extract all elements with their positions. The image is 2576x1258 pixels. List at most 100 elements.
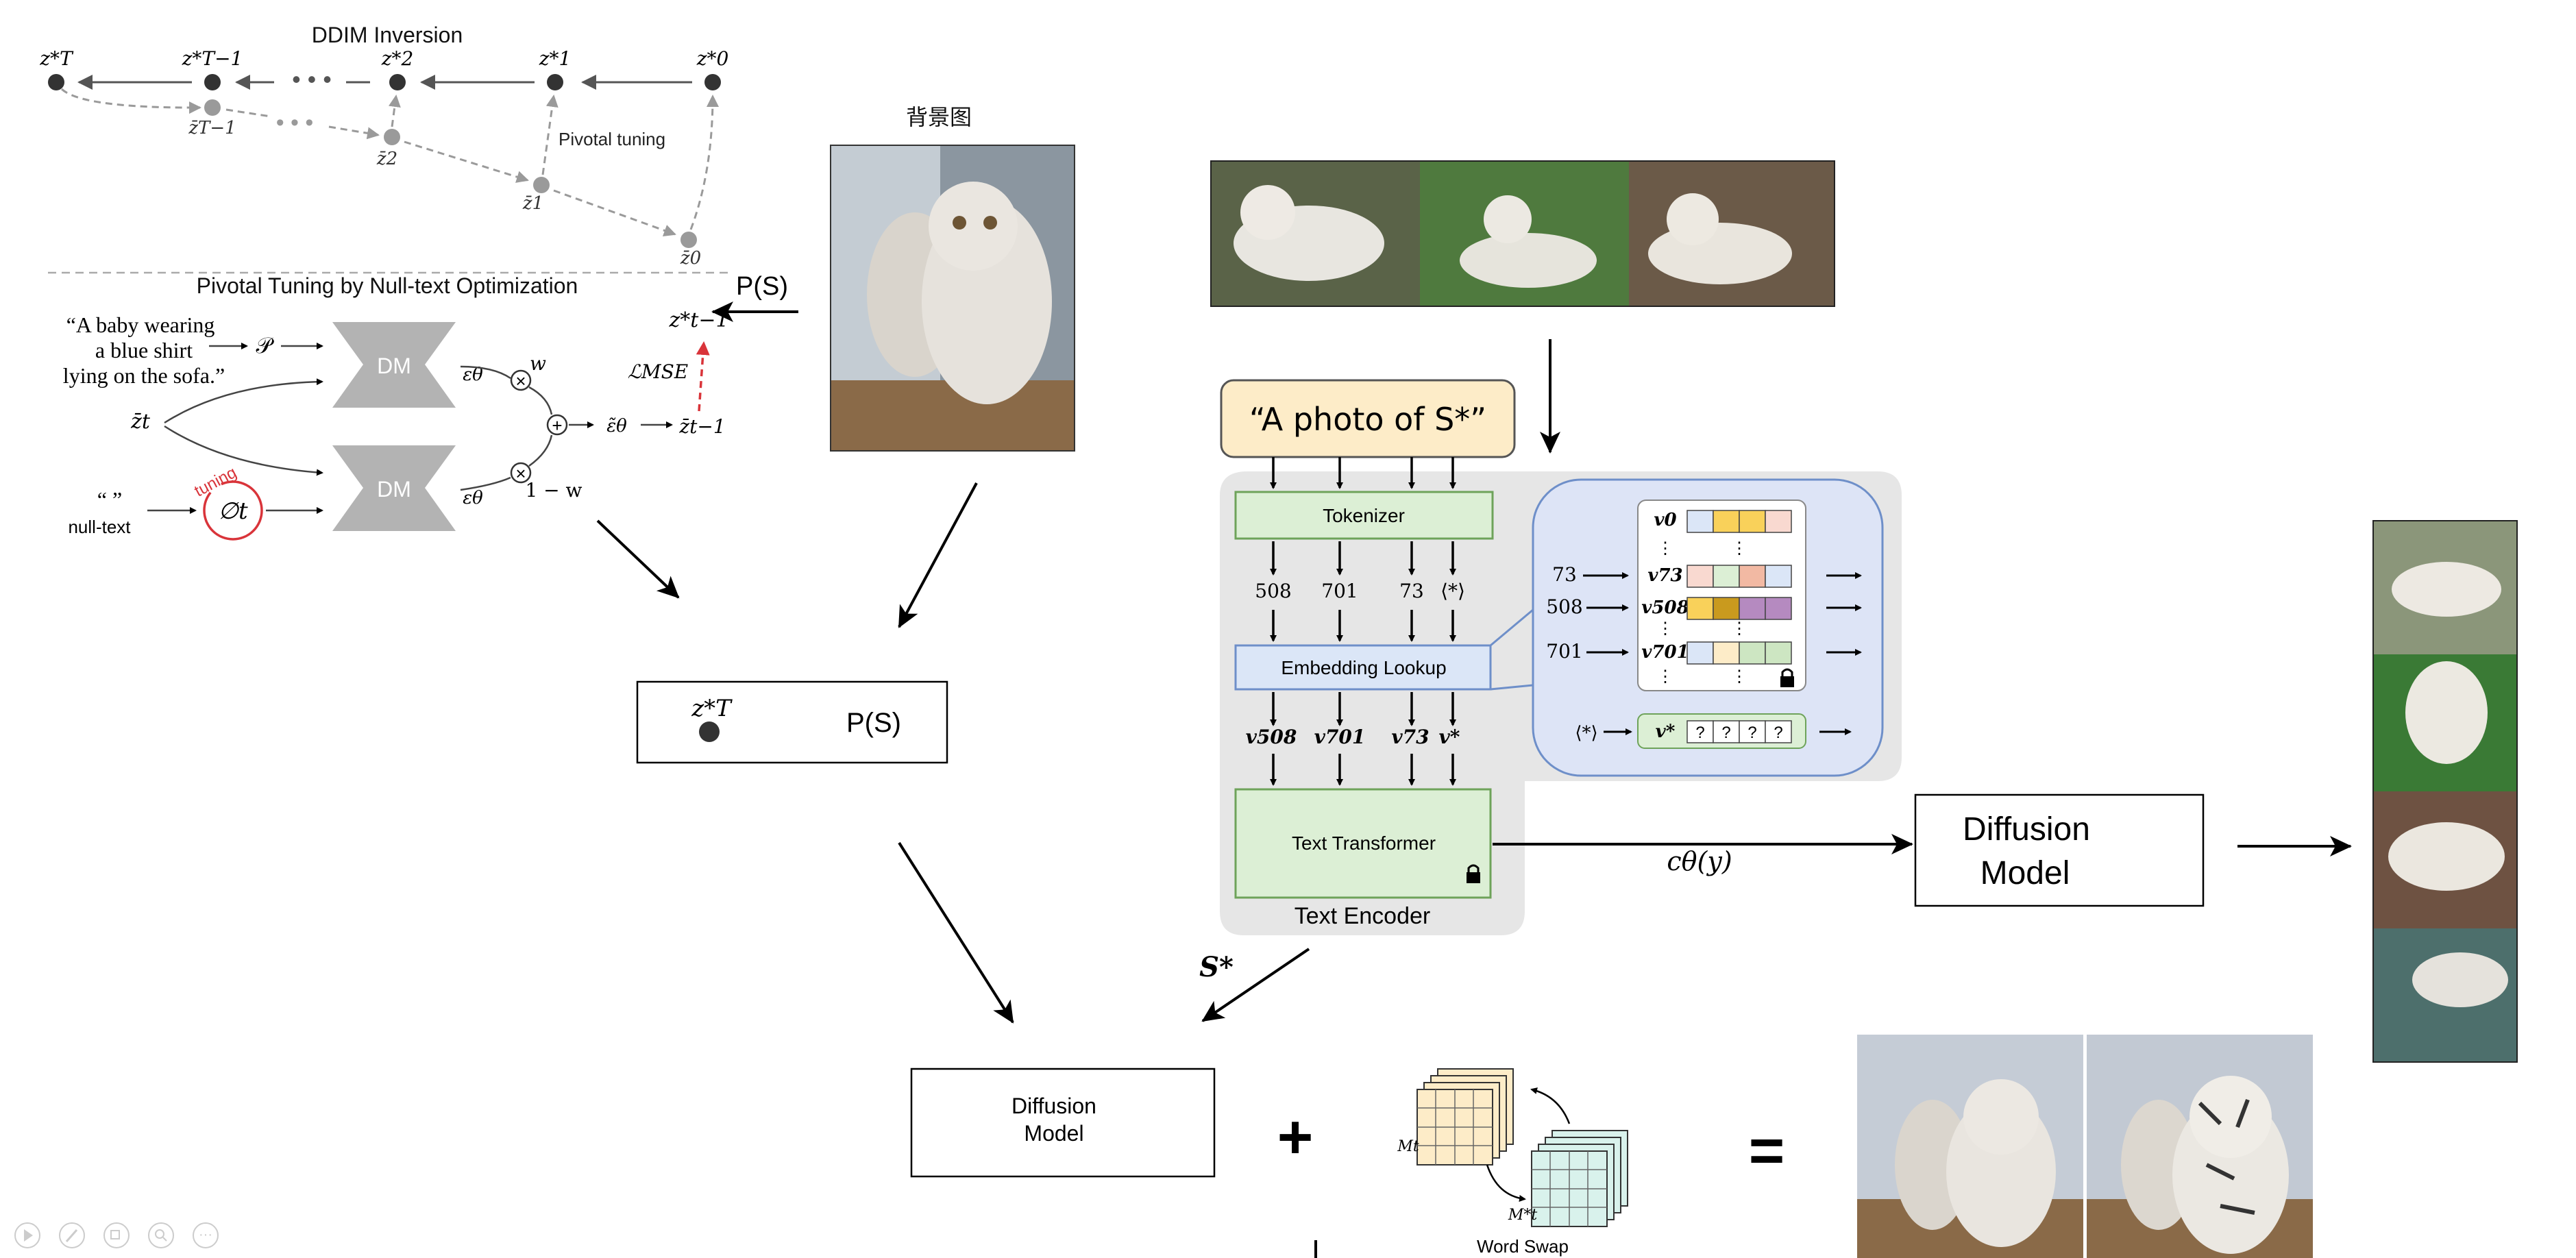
node-zbT1 — [204, 99, 221, 116]
tiger-result-strip — [2372, 520, 2518, 1063]
prompt-box — [1220, 379, 1516, 458]
svg-text:DM: DM — [377, 477, 411, 502]
svg-text:Diffusion: Diffusion — [1011, 1094, 1096, 1118]
svg-text:v*: v* — [1439, 726, 1460, 748]
node-zb0 — [680, 232, 697, 248]
svg-text:z*T: z*T — [39, 47, 74, 70]
svg-text:ℒMSE: ℒMSE — [628, 360, 688, 383]
word-swap-label: Word Swap — [1477, 1236, 1569, 1257]
svg-text:73: 73 — [1399, 580, 1424, 602]
pivotal-tuning-panel: Pivotal Tuning by Null-text Optimization… — [63, 272, 798, 541]
svg-text:⋮: ⋮ — [1657, 619, 1673, 638]
svg-text:a blue shirt: a blue shirt — [95, 338, 193, 362]
svg-text:Text Transformer: Text Transformer — [1292, 832, 1436, 854]
plus-operator: + — [1277, 1103, 1314, 1172]
svg-text:73: 73 — [1552, 563, 1577, 586]
svg-text:v701: v701 — [1641, 642, 1689, 663]
arrow-pivot-to-latent — [596, 519, 680, 599]
svg-text:⋮: ⋮ — [1731, 619, 1747, 638]
presentation-toolbar[interactable]: ··· — [14, 1222, 219, 1248]
svg-text:ε̃θ: ε̃θ — [606, 416, 627, 436]
svg-text:Tokenizer: Tokenizer — [1323, 505, 1405, 526]
svg-text:+: + — [552, 415, 562, 436]
svg-text:Model: Model — [1980, 855, 2070, 891]
svg-text:v0: v0 — [1654, 510, 1676, 530]
svg-text:···: ··· — [199, 1227, 212, 1242]
svg-text:701: 701 — [1321, 580, 1358, 602]
svg-text:z̄T−1: z̄T−1 — [188, 118, 236, 138]
node-z1 — [547, 74, 563, 90]
svg-text:z*0: z*0 — [696, 47, 729, 70]
node-z2 — [389, 74, 406, 90]
play-icon[interactable] — [14, 1222, 40, 1248]
copy-icon[interactable] — [103, 1222, 130, 1248]
svg-text:z*T: z*T — [691, 695, 733, 722]
svg-text:⋮: ⋮ — [1657, 539, 1673, 558]
dm-top — [332, 322, 456, 408]
result-photos — [1857, 1035, 2313, 1258]
svg-text:1 − w: 1 − w — [525, 479, 582, 502]
tiger-photo-row — [1210, 160, 1835, 307]
dm-bottom — [332, 445, 456, 531]
svg-text:Diffusion: Diffusion — [1963, 811, 2090, 848]
svg-text:v73: v73 — [1391, 726, 1429, 748]
svg-text:𝒫: 𝒫 — [256, 332, 274, 358]
svg-text:×: × — [515, 463, 526, 484]
zoom-icon[interactable] — [148, 1222, 174, 1248]
svg-text:×: × — [515, 371, 526, 391]
diffusion-model-bottom: Diffusion Model — [910, 1068, 1216, 1178]
svg-text:z*2: z*2 — [381, 47, 414, 70]
embedding-lookup-box — [1234, 644, 1492, 691]
svg-text:Model: Model — [1024, 1121, 1083, 1146]
svg-text:P(S): P(S) — [846, 708, 901, 738]
svg-text:Embedding Lookup: Embedding Lookup — [1281, 657, 1446, 678]
arrow-latent-to-diffusion — [898, 841, 1014, 1024]
svg-text:?: ? — [1721, 724, 1730, 742]
svg-text:z̄1: z̄1 — [522, 193, 543, 214]
svg-text:508: 508 — [1255, 580, 1291, 602]
pivotal-tuning-label: Pivotal tuning — [559, 129, 665, 149]
svg-text:DM: DM — [377, 354, 411, 378]
svg-text:?: ? — [1747, 724, 1756, 742]
svg-text:z̄2: z̄2 — [376, 149, 397, 169]
node-zT1 — [204, 74, 221, 90]
svg-text:tuning: tuning — [191, 463, 239, 501]
svg-text:v73: v73 — [1647, 565, 1682, 586]
ddim-inversion-panel: DDIM Inversion • • • z*T z*T−1 z*2 z*1 z… — [39, 23, 733, 274]
tokenizer-box — [1234, 491, 1494, 540]
svg-text:εθ: εθ — [463, 488, 483, 508]
node-zT — [48, 74, 64, 90]
svg-text:“A baby wearing: “A baby wearing — [66, 312, 215, 337]
svg-text:Text Encoder: Text Encoder — [1295, 903, 1430, 929]
lock-icon — [1467, 864, 1480, 883]
svg-text:z̄t−1: z̄t−1 — [678, 415, 725, 438]
svg-text:• • •: • • • — [276, 110, 314, 136]
svg-text:⋮: ⋮ — [1657, 667, 1673, 686]
svg-text:v508: v508 — [1641, 597, 1689, 618]
svg-text:⋮: ⋮ — [1731, 539, 1747, 558]
svg-text:⟨*⟩: ⟨*⟩ — [1575, 723, 1597, 743]
svg-text:M*t: M*t — [1508, 1207, 1538, 1224]
lock-icon — [1780, 668, 1794, 687]
equals-operator: = — [1749, 1117, 1785, 1185]
node-zb2 — [384, 129, 400, 145]
svg-text:⋮: ⋮ — [1731, 667, 1747, 686]
svg-text:⟨*⟩: ⟨*⟩ — [1440, 580, 1465, 602]
svg-text:z*1: z*1 — [539, 47, 572, 70]
svg-text:v701: v701 — [1314, 726, 1366, 748]
svg-text:“A photo of S*”: “A photo of S*” — [1249, 401, 1486, 438]
more-icon[interactable]: ··· — [193, 1222, 219, 1248]
node-z0 — [704, 74, 721, 90]
text-transformer-box — [1234, 788, 1492, 899]
word-swap-graphic: Mt M*t Word Swap — [1314, 1068, 1628, 1258]
svg-text:v*: v* — [1656, 722, 1676, 742]
arrow-bg-to-latent — [898, 482, 978, 628]
pen-icon[interactable] — [59, 1222, 85, 1248]
svg-text:• • •: • • • — [292, 65, 332, 93]
svg-text:z*T−1: z*T−1 — [182, 47, 243, 70]
svg-text:508: 508 — [1546, 595, 1582, 618]
svg-text:∅t: ∅t — [218, 497, 248, 525]
svg-text:w: w — [530, 352, 546, 375]
arrow-sstar — [1201, 948, 1310, 1022]
